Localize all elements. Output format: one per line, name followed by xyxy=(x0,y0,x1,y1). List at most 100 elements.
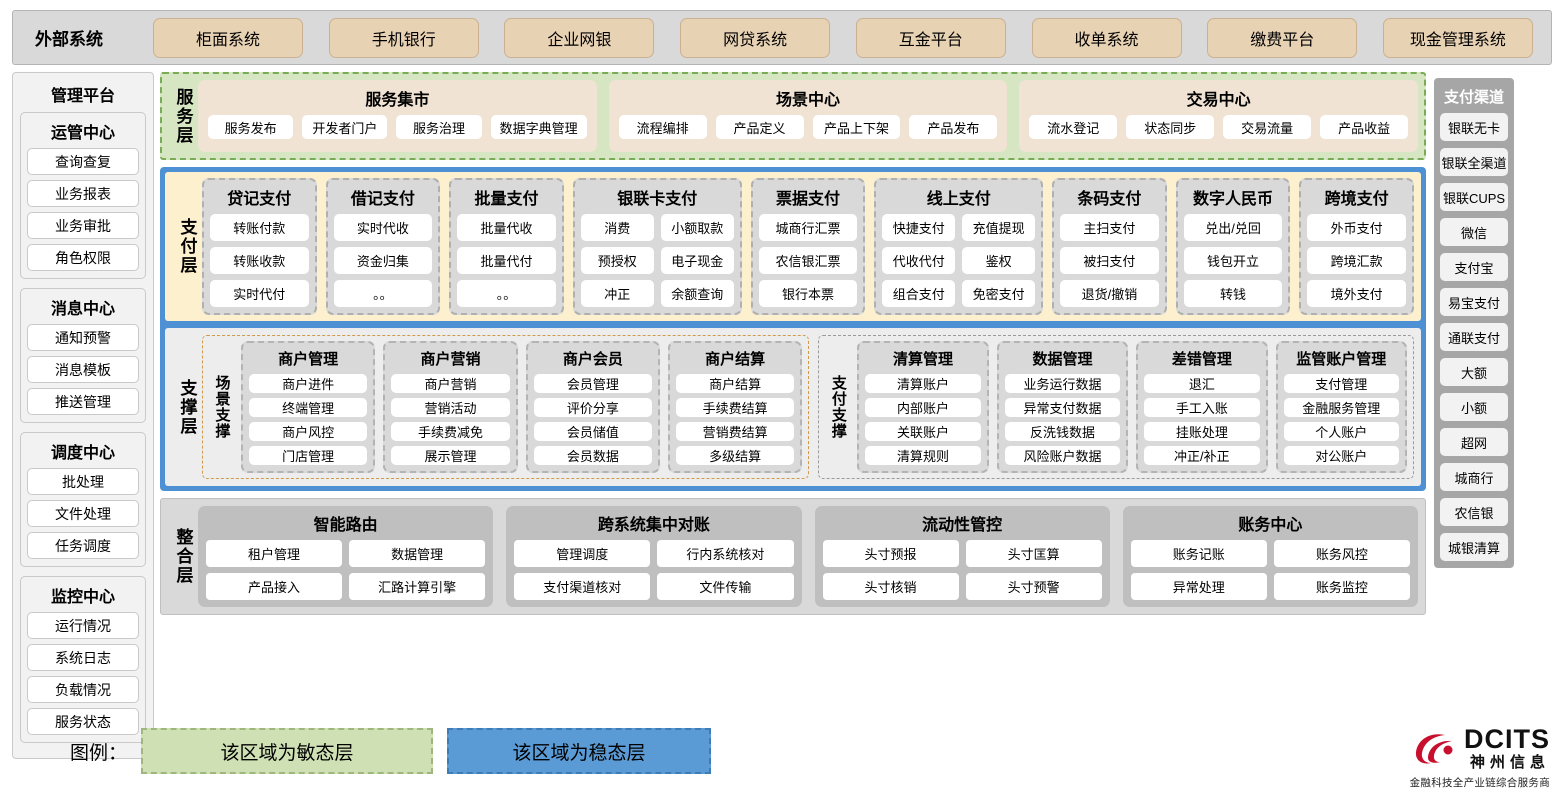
payment-item[interactable]: 境外支付 xyxy=(1307,280,1406,307)
management-item[interactable]: 系统日志 xyxy=(27,644,139,671)
service-item[interactable]: 产品定义 xyxy=(715,115,804,139)
management-item[interactable]: 负载情况 xyxy=(27,676,139,703)
service-item[interactable]: 状态同步 xyxy=(1126,115,1215,139)
management-item[interactable]: 业务报表 xyxy=(27,180,139,207)
service-item[interactable]: 服务发布 xyxy=(208,115,294,139)
support-item[interactable]: 清算规则 xyxy=(865,446,981,465)
payment-item[interactable]: 跨境汇款 xyxy=(1307,247,1406,274)
support-item[interactable]: 营销费结算 xyxy=(675,422,795,441)
payment-channel-item[interactable]: 通联支付 xyxy=(1440,323,1508,351)
integration-item[interactable]: 汇路计算引擎 xyxy=(349,573,486,600)
support-item[interactable]: 手工入账 xyxy=(1144,398,1260,417)
support-item[interactable]: 多级结算 xyxy=(675,446,795,465)
support-item[interactable]: 手续费减免 xyxy=(391,422,510,441)
payment-channel-item[interactable]: 城银清算 xyxy=(1440,533,1508,561)
payment-channel-item[interactable]: 小额 xyxy=(1440,393,1508,421)
service-item[interactable]: 服务治理 xyxy=(396,115,482,139)
service-item[interactable]: 流水登记 xyxy=(1029,115,1118,139)
payment-item[interactable]: 充值提现 xyxy=(962,214,1036,241)
integration-item[interactable]: 行内系统核对 xyxy=(657,540,794,567)
integration-item[interactable]: 头寸匡算 xyxy=(965,540,1102,567)
external-system-chip[interactable]: 互金平台 xyxy=(855,17,1006,58)
payment-item[interactable]: 被扫支付 xyxy=(1060,247,1159,274)
support-item[interactable]: 关联账户 xyxy=(865,422,981,441)
payment-item[interactable]: 鉴权 xyxy=(962,247,1036,274)
integration-item[interactable]: 管理调度 xyxy=(514,540,651,567)
payment-item[interactable]: 小额取款 xyxy=(660,214,734,241)
payment-channel-item[interactable]: 银联CUPS xyxy=(1440,183,1508,211)
payment-channel-item[interactable]: 农信银 xyxy=(1440,498,1508,526)
support-item[interactable]: 业务运行数据 xyxy=(1004,374,1121,393)
service-item[interactable]: 开发者门户 xyxy=(302,115,388,139)
payment-channel-item[interactable]: 银联全渠道 xyxy=(1440,148,1508,176)
payment-channel-item[interactable]: 城商行 xyxy=(1440,463,1508,491)
payment-item[interactable]: 资金归集 xyxy=(333,247,433,274)
payment-item[interactable]: 城商行汇票 xyxy=(758,214,858,241)
payment-item[interactable]: 批量代付 xyxy=(457,247,556,274)
support-item[interactable]: 支付管理 xyxy=(1283,374,1399,393)
support-item[interactable]: 商户进件 xyxy=(249,374,368,393)
integration-item[interactable]: 账务风控 xyxy=(1273,540,1410,567)
service-item[interactable]: 交易流量 xyxy=(1223,115,1312,139)
external-system-chip[interactable]: 缴费平台 xyxy=(1207,17,1358,58)
management-item[interactable]: 文件处理 xyxy=(27,500,139,527)
payment-item[interactable]: 余额查询 xyxy=(660,280,734,307)
payment-item[interactable]: 实时代付 xyxy=(210,280,309,307)
payment-item[interactable]: 电子现金 xyxy=(660,247,734,274)
management-item[interactable]: 消息模板 xyxy=(27,356,139,383)
support-item[interactable]: 反洗钱数据 xyxy=(1004,422,1121,441)
payment-channel-item[interactable]: 银联无卡 xyxy=(1440,113,1508,141)
payment-item[interactable]: 批量代收 xyxy=(457,214,556,241)
support-item[interactable]: 终端管理 xyxy=(249,398,368,417)
support-item[interactable]: 营销活动 xyxy=(391,398,510,417)
support-item[interactable]: 个人账户 xyxy=(1283,422,1399,441)
payment-item[interactable]: 代收代付 xyxy=(882,247,956,274)
service-item[interactable]: 产品收益 xyxy=(1320,115,1409,139)
support-item[interactable]: 对公账户 xyxy=(1283,446,1399,465)
support-item[interactable]: 评价分享 xyxy=(533,398,652,417)
integration-item[interactable]: 支付渠道核对 xyxy=(514,573,651,600)
service-item[interactable]: 流程编排 xyxy=(618,115,707,139)
support-item[interactable]: 商户结算 xyxy=(675,374,795,393)
payment-item[interactable]: 钱包开立 xyxy=(1183,247,1283,274)
management-item[interactable]: 批处理 xyxy=(27,468,139,495)
support-item[interactable]: 商户营销 xyxy=(391,374,510,393)
management-item[interactable]: 推送管理 xyxy=(27,388,139,415)
support-item[interactable]: 会员储值 xyxy=(533,422,652,441)
support-item[interactable]: 退汇 xyxy=(1144,374,1260,393)
support-item[interactable]: 内部账户 xyxy=(865,398,981,417)
payment-item[interactable]: 主扫支付 xyxy=(1060,214,1159,241)
management-item[interactable]: 服务状态 xyxy=(27,708,139,735)
integration-item[interactable]: 账务记账 xyxy=(1130,540,1267,567)
service-item[interactable]: 产品上下架 xyxy=(812,115,901,139)
payment-item[interactable]: 农信银汇票 xyxy=(758,247,858,274)
management-item[interactable]: 业务审批 xyxy=(27,212,139,239)
support-item[interactable]: 清算账户 xyxy=(865,374,981,393)
payment-channel-item[interactable]: 超网 xyxy=(1440,428,1508,456)
service-item[interactable]: 产品发布 xyxy=(909,115,998,139)
support-item[interactable]: 会员管理 xyxy=(533,374,652,393)
support-item[interactable]: 金融服务管理 xyxy=(1283,398,1399,417)
payment-channel-item[interactable]: 支付宝 xyxy=(1440,253,1508,281)
payment-item[interactable]: 实时代收 xyxy=(333,214,433,241)
support-item[interactable]: 会员数据 xyxy=(533,446,652,465)
management-item[interactable]: 角色权限 xyxy=(27,244,139,271)
payment-channel-item[interactable]: 微信 xyxy=(1440,218,1508,246)
integration-item[interactable]: 产品接入 xyxy=(206,573,343,600)
service-item[interactable]: 数据字典管理 xyxy=(490,115,587,139)
payment-item[interactable]: 免密支付 xyxy=(962,280,1036,307)
payment-item[interactable]: 组合支付 xyxy=(882,280,956,307)
external-system-chip[interactable]: 网贷系统 xyxy=(680,17,831,58)
payment-item[interactable]: 。。 xyxy=(333,280,433,307)
integration-item[interactable]: 租户管理 xyxy=(206,540,343,567)
payment-item[interactable]: 消费 xyxy=(580,214,654,241)
support-item[interactable]: 挂账处理 xyxy=(1144,422,1260,441)
payment-item[interactable]: 快捷支付 xyxy=(882,214,956,241)
external-system-chip[interactable]: 柜面系统 xyxy=(153,17,303,58)
management-item[interactable]: 通知预警 xyxy=(27,324,139,351)
payment-item[interactable]: 预授权 xyxy=(580,247,654,274)
payment-item[interactable]: 退货/撤销 xyxy=(1060,280,1159,307)
external-system-chip[interactable]: 现金管理系统 xyxy=(1382,17,1533,58)
support-item[interactable]: 风险账户数据 xyxy=(1004,446,1121,465)
payment-item[interactable]: 兑出/兑回 xyxy=(1183,214,1283,241)
